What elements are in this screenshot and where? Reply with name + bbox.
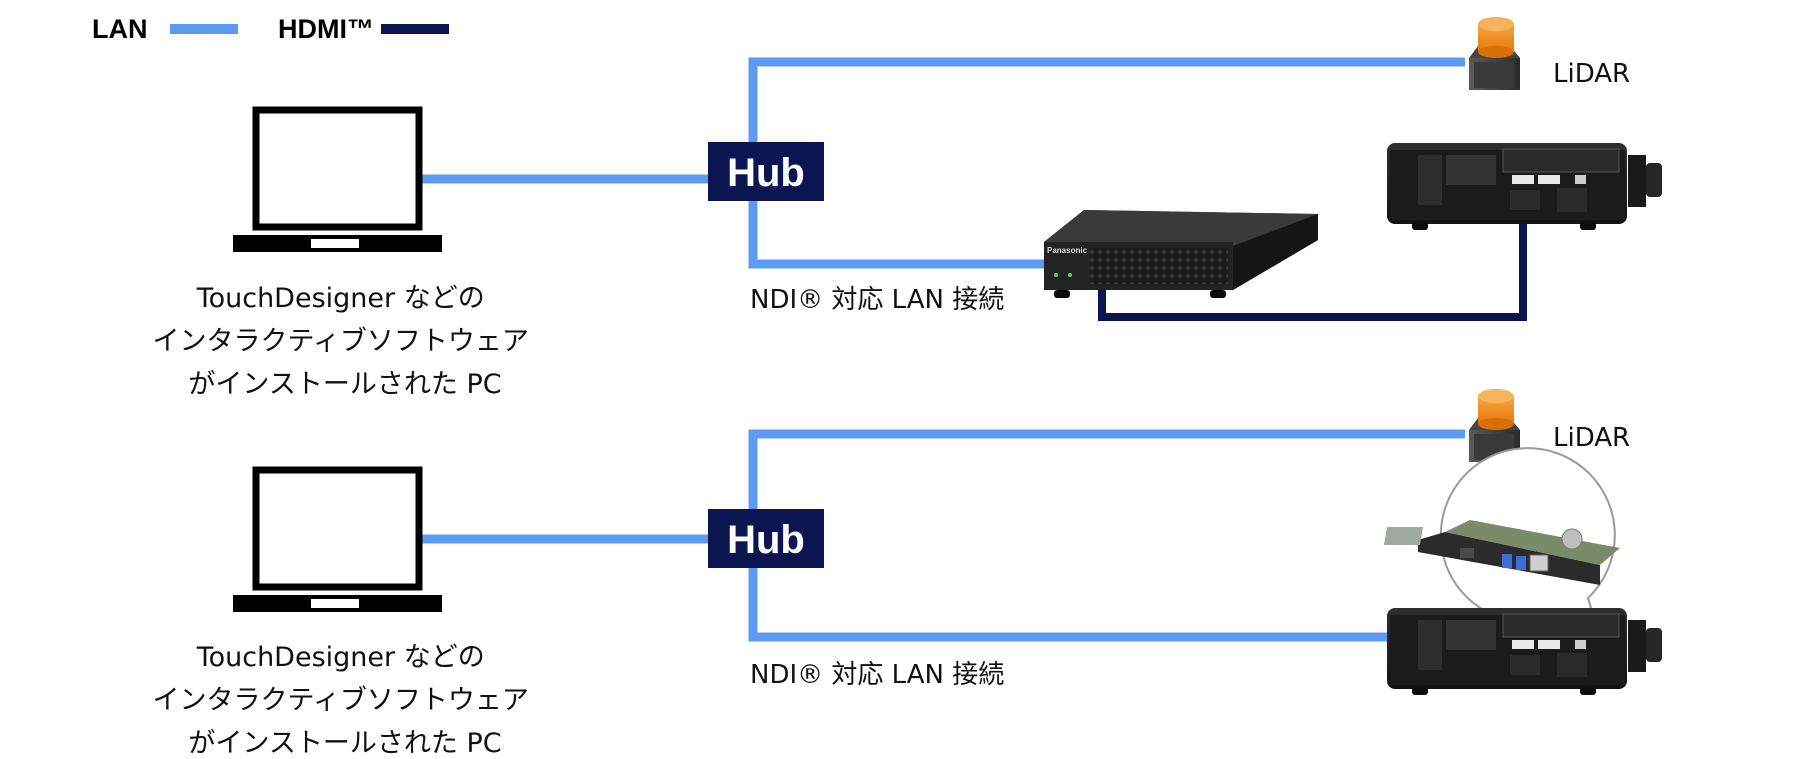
bottom-system: TouchDesigner などの インタラクティブソフトウェア がインストール… <box>153 389 1662 759</box>
pc-label-line-3: がインストールされた PC <box>188 728 501 759</box>
box-brand-label: Panasonic <box>1047 246 1088 255</box>
pc-description: TouchDesigner などの インタラクティブソフトウェア がインストール… <box>153 283 538 400</box>
legend-hdmi-swatch <box>381 24 449 34</box>
pc-label-line-3: がインストールされた PC <box>188 369 501 400</box>
hub: Hub <box>708 142 824 201</box>
legend-lan-swatch <box>170 24 238 34</box>
hub: Hub <box>708 509 824 568</box>
hub-box <box>708 142 824 201</box>
lidar-label: LiDAR <box>1553 423 1630 453</box>
legend-hdmi-label: HDMI™ <box>278 14 374 44</box>
laptop-icon <box>233 106 442 252</box>
ndi-converter-box-icon: Panasonic <box>1044 210 1318 298</box>
legend-lan-label: LAN <box>92 14 148 44</box>
box-to-projector-hdmi-line <box>1098 212 1527 321</box>
hub-to-lidar-lan-line <box>748 57 1465 143</box>
pc-label-line-2: インタラクティブソフトウェア <box>153 326 529 357</box>
ndi-connection-label: NDI® 対応 LAN 接続 <box>750 660 1004 690</box>
hub-box <box>708 509 824 568</box>
legend: LAN HDMI™ <box>92 14 449 44</box>
lidar-sensor-icon <box>1469 389 1520 462</box>
lidar-label: LiDAR <box>1553 59 1630 89</box>
hub-label: Hub <box>727 518 805 562</box>
top-system: TouchDesigner などの インタラクティブソフトウェア がインストール… <box>153 17 1662 400</box>
interface-board-callout <box>1383 447 1620 627</box>
hub-to-projector-lan-line <box>748 568 1392 642</box>
hub-label: Hub <box>727 151 805 195</box>
pc-label-line-1: TouchDesigner などの <box>196 283 485 314</box>
lidar-sensor-icon <box>1469 17 1520 90</box>
top-lan-cables <box>420 57 1465 269</box>
projector-icon <box>1387 608 1662 695</box>
hub-to-lidar-lan-line <box>748 429 1465 510</box>
hub-to-ndi-box-lan-line <box>748 198 1060 269</box>
pc-description: TouchDesigner などの インタラクティブソフトウェア がインストール… <box>153 642 538 759</box>
pc-label-line-2: インタラクティブソフトウェア <box>153 685 529 716</box>
ndi-connection-label: NDI® 対応 LAN 接続 <box>750 285 1004 315</box>
interface-board-icon <box>1383 520 1620 585</box>
bottom-lan-cables <box>420 429 1465 642</box>
pc-label-line-1: TouchDesigner などの <box>196 642 485 673</box>
laptop-icon <box>233 466 442 612</box>
projector-icon <box>1387 143 1662 230</box>
